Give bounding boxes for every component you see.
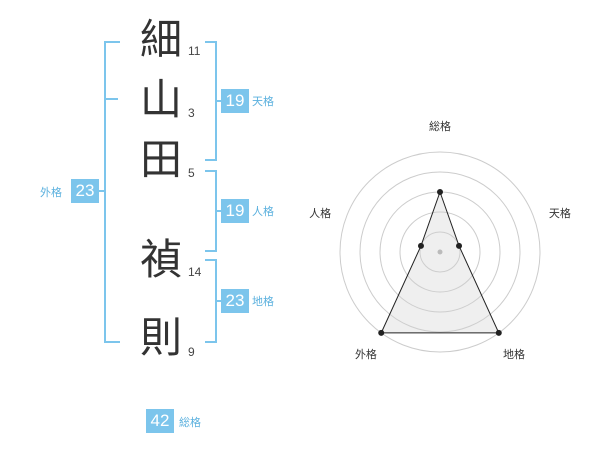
radar-ring [419,231,461,273]
tenkaku-connector [215,100,221,102]
radar-point [495,329,502,336]
gaikaku-bracket-tick [104,98,118,100]
name-char-2: 山 [139,75,182,124]
gaikaku-badge: 23 [71,179,99,203]
radar-center-marker [437,249,443,255]
soukaku-badge: 42 [146,409,174,433]
radar-axis-label: 総格 [429,119,451,133]
radar-point [456,242,463,249]
radar-ring [359,171,521,333]
soukaku-label: 総格 [179,416,201,429]
name-char-3: 田 [139,135,182,184]
gaikaku-bracket [104,41,120,343]
jinkaku-label: 人格 [252,205,274,218]
gaikaku-label: 外格 [40,186,62,199]
chikaku-badge: 23 [221,289,249,313]
radar-axis-label: 人格 [309,206,331,220]
radar-points [378,189,502,336]
name-char-5: 則 [139,313,182,362]
tenkaku-badge: 19 [221,89,249,113]
stroke-count-4: 14 [188,265,202,279]
stroke-count-2: 3 [188,106,195,120]
chikaku-connector [215,300,221,302]
radar-point [437,189,443,195]
radar-axis-label: 地格 [503,347,525,361]
tenkaku-label: 天格 [252,95,274,108]
radar-area [380,190,500,334]
name-char-1: 細 [139,15,182,64]
jinkaku-badge: 19 [221,199,249,223]
stroke-count-5: 9 [188,345,195,359]
radar-point [417,242,424,249]
radar-ring [399,211,481,293]
name-char-4: 禎 [139,235,182,284]
gaikaku-connector [96,190,104,192]
jinkaku-connector [215,210,221,212]
radar-point [378,329,385,336]
stroke-count-3: 5 [188,166,195,180]
chikaku-label: 地格 [252,295,274,308]
radar-axis-label: 天格 [549,206,571,220]
stroke-count-1: 11 [188,44,201,58]
radar-axis-label: 外格 [355,347,377,361]
